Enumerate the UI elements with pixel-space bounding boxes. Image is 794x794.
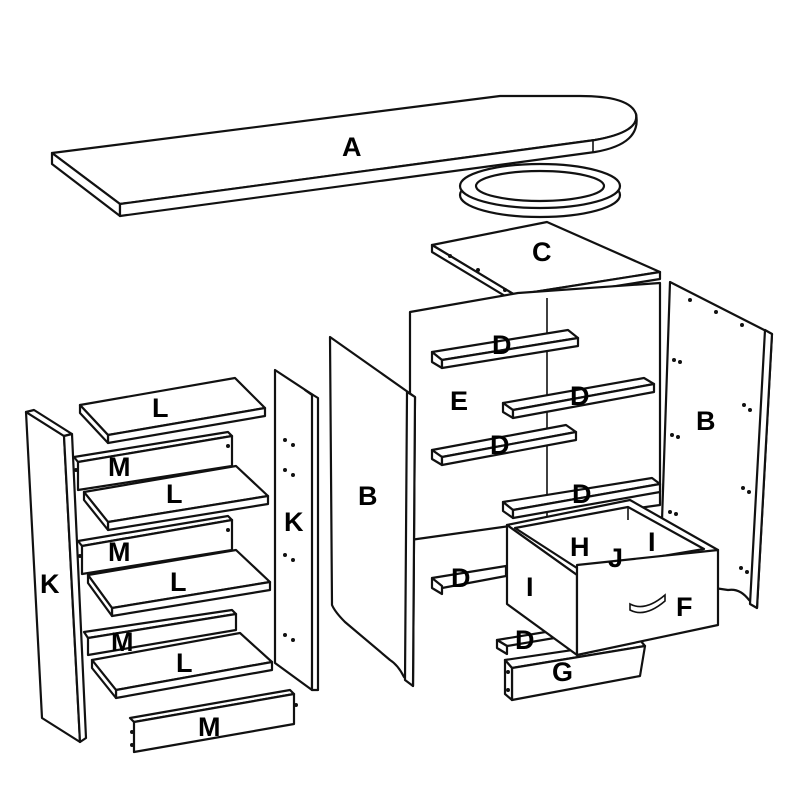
part-b-right-side [658, 280, 774, 610]
part-c-ring [458, 162, 622, 219]
label-l-3: L [170, 567, 187, 597]
part-k-outer-side [24, 408, 88, 744]
part-labels: A C D D E D D D D B B H I J I F G L M L … [40, 132, 716, 742]
part-k-inner-side [273, 368, 320, 692]
label-d-5: D [451, 563, 471, 593]
label-g: G [552, 657, 573, 687]
part-m-rails [72, 430, 298, 754]
label-f: F [676, 592, 693, 622]
label-k-left: K [40, 569, 60, 599]
label-l-4: L [176, 648, 193, 678]
label-h: H [570, 532, 590, 562]
label-m-4: M [198, 712, 221, 742]
label-j: J [608, 543, 623, 573]
label-d-3: D [490, 430, 510, 460]
label-d-4: D [572, 479, 592, 509]
part-b-left-side [328, 335, 417, 688]
label-d-6: D [515, 625, 535, 655]
label-d-1: D [492, 330, 512, 360]
label-e: E [450, 386, 468, 416]
label-a: A [342, 132, 362, 162]
label-i-back: I [648, 527, 656, 557]
label-d-2: D [570, 381, 590, 411]
label-m-3: M [111, 627, 134, 657]
label-l-2: L [166, 479, 183, 509]
label-m-2: M [108, 537, 131, 567]
part-l-shelves [78, 376, 274, 700]
label-i-front: I [526, 572, 534, 602]
label-b-left: B [358, 481, 378, 511]
label-c: C [532, 237, 552, 267]
part-a-tabletop [50, 94, 638, 218]
label-l-1: L [152, 393, 169, 423]
drawer-assembly [505, 498, 720, 657]
label-b-right: B [696, 406, 716, 436]
label-m-1: M [108, 452, 131, 482]
label-k-right: K [284, 507, 304, 537]
part-d-runners [430, 328, 662, 656]
